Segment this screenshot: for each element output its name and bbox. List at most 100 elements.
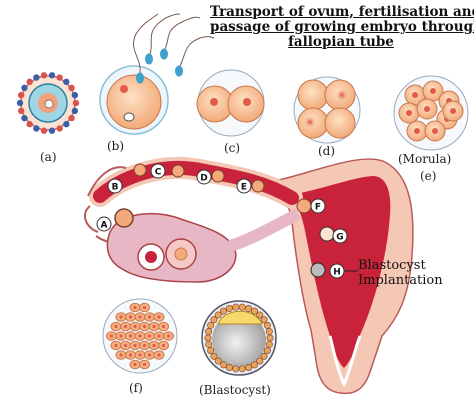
trophoblast-cell [214,357,222,365]
follicle-cell [21,84,28,92]
follicle-cell [63,78,70,86]
follicle-cell [48,72,56,79]
label-f: (f) [129,381,143,395]
marker-d: D [200,174,207,184]
trophoblast-cell [256,357,264,365]
cell-nucleus [119,334,123,338]
cell-nucleus [123,343,128,348]
trophoblast-cell [238,303,246,311]
implantation-line-1: Blastocyst [358,258,426,273]
cell-nucleus [152,324,156,329]
ovum-a [16,72,80,134]
title-line-3: fallopian tube [288,34,394,50]
follicle-cell [48,127,56,134]
cell-nucleus [142,343,147,348]
morula-e [393,75,469,151]
trophoblast-cell [232,303,240,311]
cell-nucleus [161,324,166,329]
cell-nucleus [114,343,118,348]
trophoblast-cell [263,347,271,355]
cell-nucleus [133,343,137,348]
cell-nucleus [138,334,142,338]
follicle-cell [26,120,33,128]
cell-nucleus [161,343,166,348]
label-d: (d) [318,144,336,158]
trophoblast-cell [251,307,259,315]
follicle-cell [56,74,63,81]
label-morula: (Morula) [398,152,452,166]
marker-f: F [315,203,321,213]
follicle-cell [56,125,63,132]
trophoblast-cell [225,305,233,313]
trophoblast-cell [251,361,259,369]
trophoblast-cell [205,328,213,336]
follicle-cell [71,91,79,99]
marker-a: A [101,221,108,231]
follicle-cell [26,78,33,86]
cell-nucleus [406,110,412,116]
label-blastocyst: (Blastocyst) [199,383,271,397]
cell-nucleus [114,324,118,329]
cell-nucleus [152,343,156,348]
title-line-2: passage of growing embryo through [210,19,474,35]
cell-nucleus [128,353,133,357]
trophoblast-cell [260,316,268,324]
trophoblast-cell [214,311,222,319]
trophoblast-cell [210,316,218,324]
trophoblast-cell [263,321,271,329]
cell-nucleus [133,362,137,367]
cell-nucleus [414,128,420,134]
label-c: (c) [224,141,241,155]
cell-nucleus [412,92,418,98]
trophoblast-cell [220,307,228,315]
marker-badge [196,169,212,185]
late-morula-f [102,298,178,374]
marker-c: C [155,168,162,178]
trophoblast-cell [256,311,264,319]
marker-badge [96,216,112,232]
trophoblast-cells [204,303,274,373]
diagram-title: Transport of ovum, fertilisation and pas… [210,4,474,50]
f-cells [106,302,174,370]
cell-nucleus [123,324,128,329]
cell-nucleus [166,334,171,338]
marker-badge [236,178,252,194]
implantation-line-2: Implantation [358,273,443,288]
marker-badge [310,198,326,214]
trophoblast-cell [245,363,253,371]
cell-nucleus [133,324,137,329]
marker-e: E [241,183,247,193]
cell-nucleus [430,88,436,94]
cell-nucleus [142,362,147,367]
sperm-group [133,13,215,84]
cell-nucleus [119,353,123,357]
trophoblast-cell [210,352,218,360]
marker-badge [150,163,166,179]
cell-nucleus [432,128,438,134]
two-cell-c [196,69,265,137]
follicle-cell [68,114,75,122]
journey-cells [133,163,335,278]
cell-nucleus [119,315,123,319]
trophoblast-cell [265,340,273,348]
trophoblast-cell [260,352,268,360]
trophoblast-cell [238,365,246,373]
follicle-cell [71,107,79,115]
marker-g: G [336,233,343,243]
follicle-cells [16,72,80,134]
cell-nucleus [147,353,152,357]
follicle-cell [40,127,48,134]
title-line-1: Transport of ovum, fertilisation and [210,4,474,20]
cell-nucleus [424,106,430,112]
morula-cells [398,80,464,142]
blastocyst [201,300,277,376]
trophoblast-cell [207,321,215,329]
cell-nucleus [142,324,147,329]
cell-nucleus [142,305,147,310]
four-cell-d [293,76,361,144]
cell-nucleus [450,108,456,114]
cell-nucleus [109,334,114,338]
follicle-cell [63,120,70,128]
